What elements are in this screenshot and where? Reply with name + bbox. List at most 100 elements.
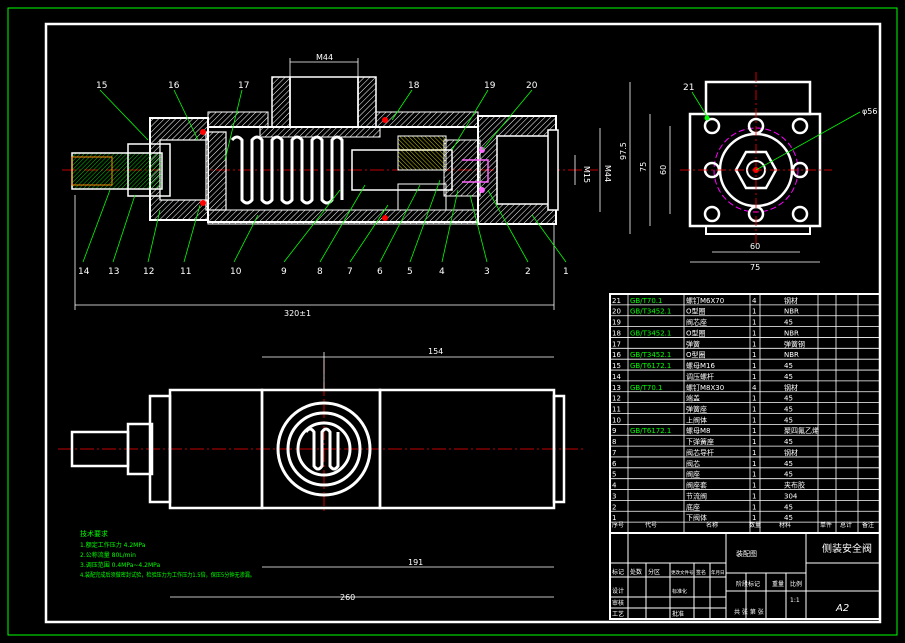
bom-cell-mat: 聚四氟乙烯 [784,426,819,435]
col-label-doc: 更改文件号 [671,569,694,576]
school-label: 装配图 [736,549,757,558]
bom-cell-mat: 45 [784,319,793,327]
bom-cell-mat: 45 [784,362,793,370]
bom-cell-name: O型圈 [686,350,706,359]
bom-header-w1: 单件 [820,521,832,529]
row-label-process: 工艺 [612,610,624,618]
bom-cell-qty: 1 [752,482,756,490]
callout-16: 16 [168,81,180,91]
dim-320: 320±1 [284,309,311,318]
col-label-zone: 分区 [648,568,660,576]
callout-19: 19 [484,81,496,91]
callout-1: 1 [563,267,569,277]
callout-5: 5 [407,267,413,277]
callouts-bottom: 14 13 12 11 10 9 8 7 6 5 4 3 2 1 [78,267,569,277]
tech-note-4: 4.装配完成后须做密封试验，检验压力为工作压力1.5倍，保压5分钟无渗漏。 [80,571,255,579]
dim-m44-right: M44 [603,165,612,182]
bom-cell-no: 19 [612,319,621,327]
dim-191: 191 [408,558,423,567]
bom-cell-qty: 1 [752,395,756,403]
tech-note-3: 3.调压范围 0.4MPa~4.2MPa [80,561,160,569]
bom-cell-mat: 钢材 [784,383,798,392]
callout-14: 14 [78,267,90,277]
bom-cell-qty: 1 [752,416,756,424]
bom-header-note: 备注 [862,521,874,529]
dim-60-v: 60 [659,165,668,175]
bom-cell-mat: 45 [784,373,793,381]
bom-cell-no: 6 [612,460,617,468]
bom-cell-no: 1 [612,514,616,522]
bom-cell-name: 端盖 [686,394,700,403]
tech-note-1: 1.额定工作压力 4.2MPa [80,541,146,549]
bom-cell-no: 21 [612,297,621,305]
bom-header: 序号 代号 名称 数量 材料 单件 总计 备注 [612,521,874,529]
bom-cell-name: O型圈 [686,328,706,337]
bom-header-w2: 总计 [840,521,852,529]
bom-cell-name: 阀座套 [686,481,707,490]
bom-cell-mat: 45 [784,438,793,446]
external-view [58,360,585,512]
callout-4: 4 [439,267,445,277]
bom-cell-std: GB/T6172.1 [630,362,671,370]
bom-cell-no: 20 [612,308,621,316]
drawing-frame [7,7,898,636]
section-dimensions [74,58,601,310]
tech-notes-title: 技术要求 [80,529,108,538]
tech-note-2: 2.公称流量 80L/min [80,551,136,559]
bom-cell-qty: 1 [752,471,756,479]
dim-m15: M15 [582,166,591,183]
callout-18: 18 [408,81,420,91]
drawing-title: 侧装安全阀 [822,542,872,555]
bom-cell-mat: 45 [784,460,793,468]
callout-8: 8 [317,267,323,277]
bom-cell-no: 14 [612,373,621,381]
callout-2: 2 [525,267,531,277]
ratio-label: 比例 [790,580,802,588]
bom-cell-mat: 夹布胶 [784,481,805,490]
bom-cell-qty: 1 [752,503,756,511]
row-label-review: 审核 [612,599,624,607]
bom-cell-mat: NBR [784,308,799,316]
stage-label: 阶段标记 [736,580,760,588]
callout-9: 9 [281,267,287,277]
bom-header-no: 序号 [612,521,624,529]
bom-cell-name: 阀芯座 [686,318,707,327]
section-view [62,76,598,225]
bom-header-mat: 材料 [779,521,791,529]
bom-cell-mat: NBR [784,329,799,337]
bom-cell-no: 18 [612,329,621,337]
row-label-design: 设计 [612,587,624,595]
callout-6: 6 [377,267,383,277]
bom-cell-no: 15 [612,362,621,370]
bom-cell-no: 10 [612,416,621,424]
scale-value: 1:1 [790,597,800,604]
callout-11: 11 [180,267,191,277]
col-label-std: 标准化 [672,588,687,595]
bom-cell-qty: 1 [752,329,756,337]
col-label-approve: 批准 [672,610,684,618]
col-label-sign: 签名 [696,569,706,576]
dim-260: 260 [340,593,355,602]
side-view-dimensions [629,82,820,263]
bom-cell-name: O型圈 [686,307,706,316]
dim-phi56: φ56 [862,107,877,116]
bom-header-name: 名称 [706,521,718,529]
callout-17: 17 [238,81,249,91]
bom-cell-std: GB/T6172.1 [630,427,671,435]
bom-cell-qty: 1 [752,492,756,500]
dim-m44-top: M44 [316,53,333,62]
bom-cell-name: 下弹簧座 [686,437,714,446]
callout-21: 21 [683,83,694,93]
dim-97-5: 97.5 [619,142,628,160]
dim-154: 154 [428,347,443,356]
bom-cell-std: GB/T3452.1 [630,351,671,359]
bom-cell-qty: 4 [752,384,757,392]
bom-cell-qty: 1 [752,438,756,446]
callout-3: 3 [484,267,490,277]
row-label-mark: 标记 [612,568,624,576]
bom-header-std: 代号 [645,521,657,529]
bom-cell-no: 8 [612,438,616,446]
bom-cell-mat: 304 [784,492,798,500]
